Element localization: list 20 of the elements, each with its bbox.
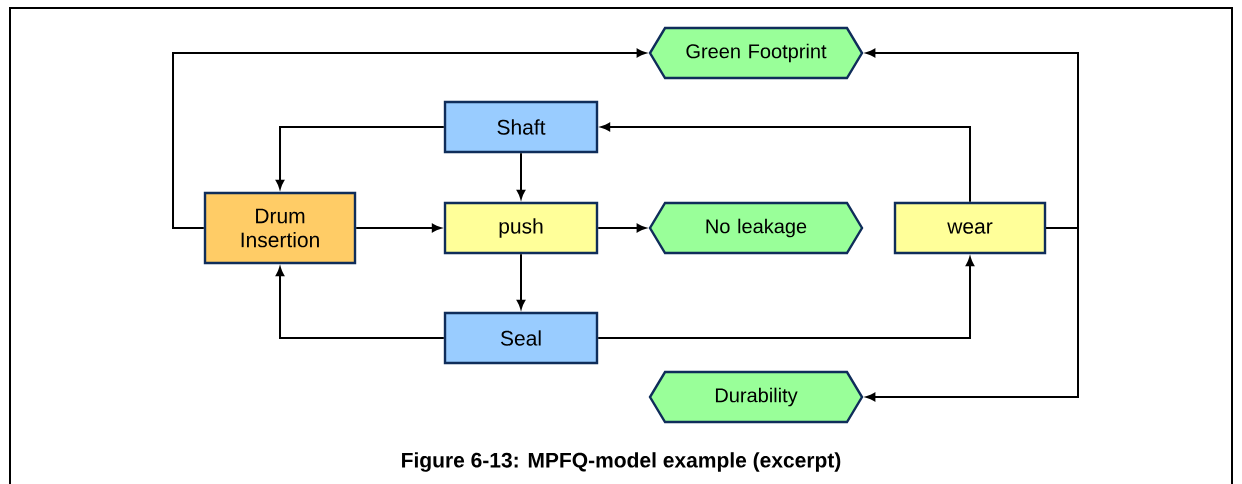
method-box: Drum Insertion xyxy=(203,191,357,265)
property-hexagon: No leakage xyxy=(648,201,864,255)
material-box: Shaft xyxy=(443,100,599,154)
figure-caption: Figure 6-13: MPFQ-model example (excerpt) xyxy=(402,452,841,472)
property-hexagon: Green Footprint xyxy=(648,26,864,80)
arrow xyxy=(275,266,445,339)
arrow xyxy=(600,122,971,203)
material-box: Seal xyxy=(443,311,599,365)
arrow xyxy=(516,152,526,200)
function-box: wear xyxy=(893,201,1047,255)
arrow xyxy=(355,223,442,233)
arrow xyxy=(172,48,646,229)
arrow xyxy=(597,223,646,233)
arrow xyxy=(597,256,975,339)
arrow xyxy=(275,126,445,190)
property-hexagon: Durability xyxy=(648,370,864,424)
arrow xyxy=(516,253,526,310)
arrow xyxy=(866,48,1079,229)
arrow xyxy=(866,227,1079,402)
function-box: push xyxy=(443,201,599,255)
